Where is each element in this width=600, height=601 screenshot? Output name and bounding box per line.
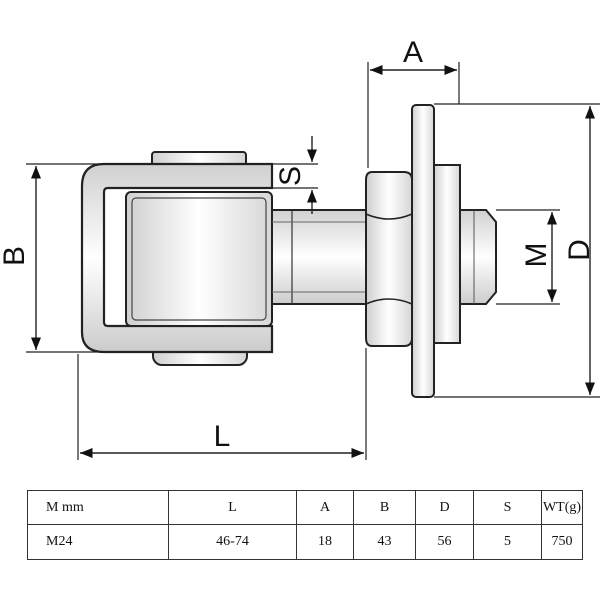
hinge-bolt-diagram: A D M S B L: [0, 36, 600, 460]
dim-d-label: D: [563, 239, 596, 261]
washer-plate: [411, 104, 435, 398]
table-cell: M24: [27, 524, 169, 560]
spec-table: M mm L A B D S WT(g) M24 46-74 18 43 56 …: [27, 490, 583, 560]
dim-b-label: B: [0, 246, 31, 266]
dim-m-label: M: [520, 243, 553, 268]
table-cell: 5: [473, 524, 542, 560]
table-cell: 56: [415, 524, 474, 560]
header-cell: A: [296, 490, 354, 525]
dim-l-label: L: [214, 420, 231, 453]
header-cell: L: [168, 490, 297, 525]
dim-a-label: A: [403, 36, 423, 69]
inner-block-face: [131, 197, 267, 321]
hex-nut-facet: [365, 213, 413, 220]
table-cell: 18: [296, 524, 354, 560]
table-cell: 46-74: [168, 524, 297, 560]
table-row: M24 46-74 18 43 56 5 750: [27, 524, 583, 560]
bolt-end: [459, 209, 497, 305]
u-bracket: [80, 162, 274, 354]
inner-block: [125, 191, 273, 327]
header-cell: WT(g): [541, 490, 583, 525]
washer-inner: [433, 164, 461, 344]
hex-nut-facet: [365, 298, 413, 305]
header-cell: B: [353, 490, 416, 525]
hex-nut: [365, 171, 413, 347]
header-cell: S: [473, 490, 542, 525]
header-cell: D: [415, 490, 474, 525]
threaded-shank: [271, 209, 373, 305]
dim-s-label: S: [274, 166, 307, 186]
header-cell: M mm: [27, 490, 169, 525]
table-cell: 750: [541, 524, 583, 560]
spec-header-row: M mm L A B D S WT(g): [27, 490, 583, 525]
table-cell: 43: [353, 524, 416, 560]
